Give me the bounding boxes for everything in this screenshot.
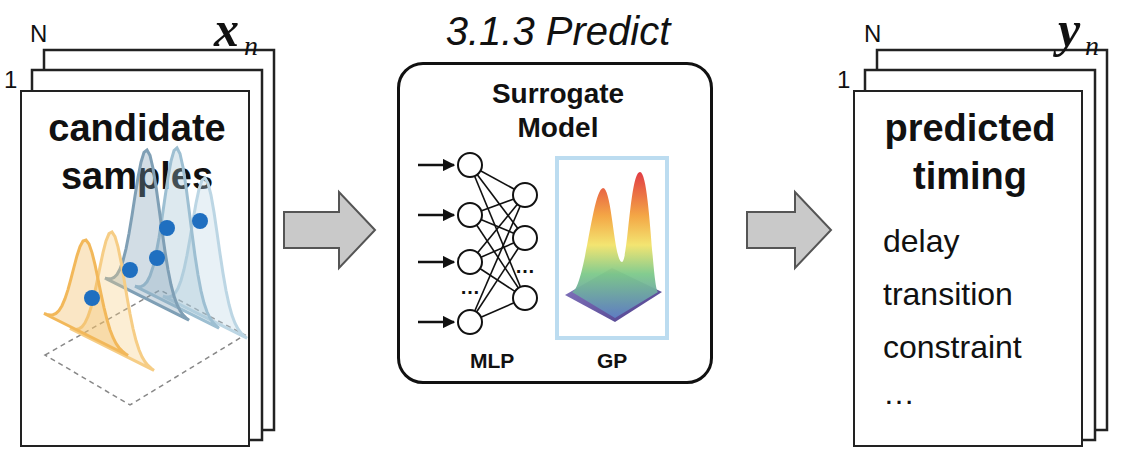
- mlp-weight: [470, 215, 525, 238]
- block-arrow: [284, 192, 375, 268]
- variable-symbol: x: [214, 0, 239, 58]
- mlp-weight: [470, 238, 525, 322]
- neuron: [513, 286, 537, 310]
- gaussian-curve: [163, 178, 247, 338]
- sample-dots: [84, 213, 208, 306]
- mlp-weight: [470, 195, 525, 215]
- sample-card: candidate samples: [20, 90, 250, 447]
- mlp-weight: [470, 165, 525, 238]
- neuron: [458, 250, 482, 274]
- surrogate-box: 3.1.3 PredictSurrogate Model: [397, 62, 713, 384]
- node-text: delay: [883, 222, 1073, 260]
- ellipsis: …: [515, 255, 535, 278]
- sample-plane: [45, 290, 245, 405]
- gaussian-curve: [70, 232, 154, 370]
- ellipsis: …: [460, 276, 480, 299]
- stack-index: 1: [4, 66, 17, 94]
- block-arrow: [747, 192, 831, 268]
- stack-count: N: [864, 20, 881, 48]
- mlp-weight: [470, 195, 525, 322]
- gaussian-curves: [44, 148, 247, 370]
- variable-symbol: y: [1058, 0, 1080, 58]
- node-text: Surrogate Model: [448, 77, 668, 145]
- neuron: [458, 310, 482, 334]
- timing-card: predicted timing delay transition constrain…: [853, 90, 1083, 447]
- model-label: GP: [597, 349, 627, 373]
- node-text: constraint: [883, 328, 1073, 366]
- neuron: [513, 226, 537, 250]
- input-arrow: [418, 261, 454, 264]
- mlp-weight: [470, 165, 525, 298]
- node-heading: predicted timing: [865, 104, 1075, 200]
- gaussian-curve: [44, 240, 128, 356]
- neuron: [458, 153, 482, 177]
- stack-index: 1: [837, 66, 850, 94]
- mlp-network: [418, 153, 537, 334]
- input-arrow: [418, 214, 454, 217]
- node-text: …: [883, 374, 1073, 412]
- gp-frame: [557, 158, 667, 338]
- stack-count: N: [30, 20, 47, 48]
- gaussian-curve: [105, 150, 189, 320]
- node-heading: candidate samples: [32, 104, 242, 200]
- input-arrow: [418, 164, 454, 167]
- variable-subscript: n: [244, 30, 258, 62]
- node-heading: 3.1.3 Predict: [400, 7, 716, 55]
- model-label: MLP: [470, 349, 514, 373]
- variable-subscript: n: [1085, 30, 1099, 62]
- mlp-weight: [470, 165, 525, 195]
- mlp-weight: [470, 298, 525, 322]
- gp-surface: [565, 172, 662, 322]
- mlp-weight: [470, 238, 525, 262]
- input-arrow: [418, 321, 454, 324]
- mlp-weight: [470, 262, 525, 298]
- neuron: [513, 183, 537, 207]
- mlp-weight: [470, 215, 525, 298]
- node-text: transition: [883, 275, 1073, 313]
- mlp-weight: [470, 195, 525, 262]
- gaussian-curve: [135, 148, 219, 328]
- neuron: [458, 203, 482, 227]
